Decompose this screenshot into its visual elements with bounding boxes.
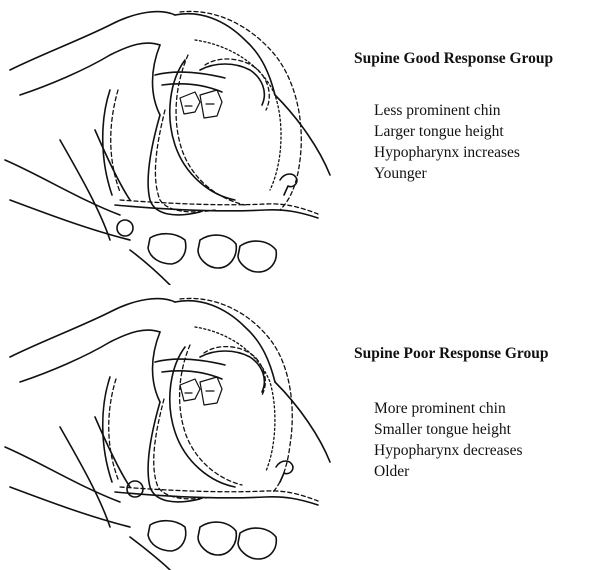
poor-response-list: More prominent chin Smaller tongue heigh… <box>374 398 522 482</box>
poor-response-item-hypopharynx: Hypopharynx decreases <box>374 440 522 461</box>
good-response-item-tongue: Larger tongue height <box>374 121 520 142</box>
good-response-item-hypopharynx: Hypopharynx increases <box>374 142 520 163</box>
poor-response-item-age: Older <box>374 461 522 482</box>
poor-response-item-chin: More prominent chin <box>374 398 522 419</box>
good-response-list: Less prominent chin Larger tongue height… <box>374 100 520 184</box>
good-response-item-age: Younger <box>374 163 520 184</box>
cephalometric-tracing-good-response <box>0 0 350 285</box>
good-response-panel: Supine Good Response Group Less prominen… <box>0 0 614 285</box>
poor-response-heading: Supine Poor Response Group <box>354 345 549 363</box>
poor-response-item-tongue: Smaller tongue height <box>374 419 522 440</box>
good-response-heading: Supine Good Response Group <box>354 50 553 68</box>
poor-response-panel: Supine Poor Response Group More prominen… <box>0 285 614 570</box>
cephalometric-tracing-poor-response <box>0 285 350 570</box>
good-response-item-chin: Less prominent chin <box>374 100 520 121</box>
